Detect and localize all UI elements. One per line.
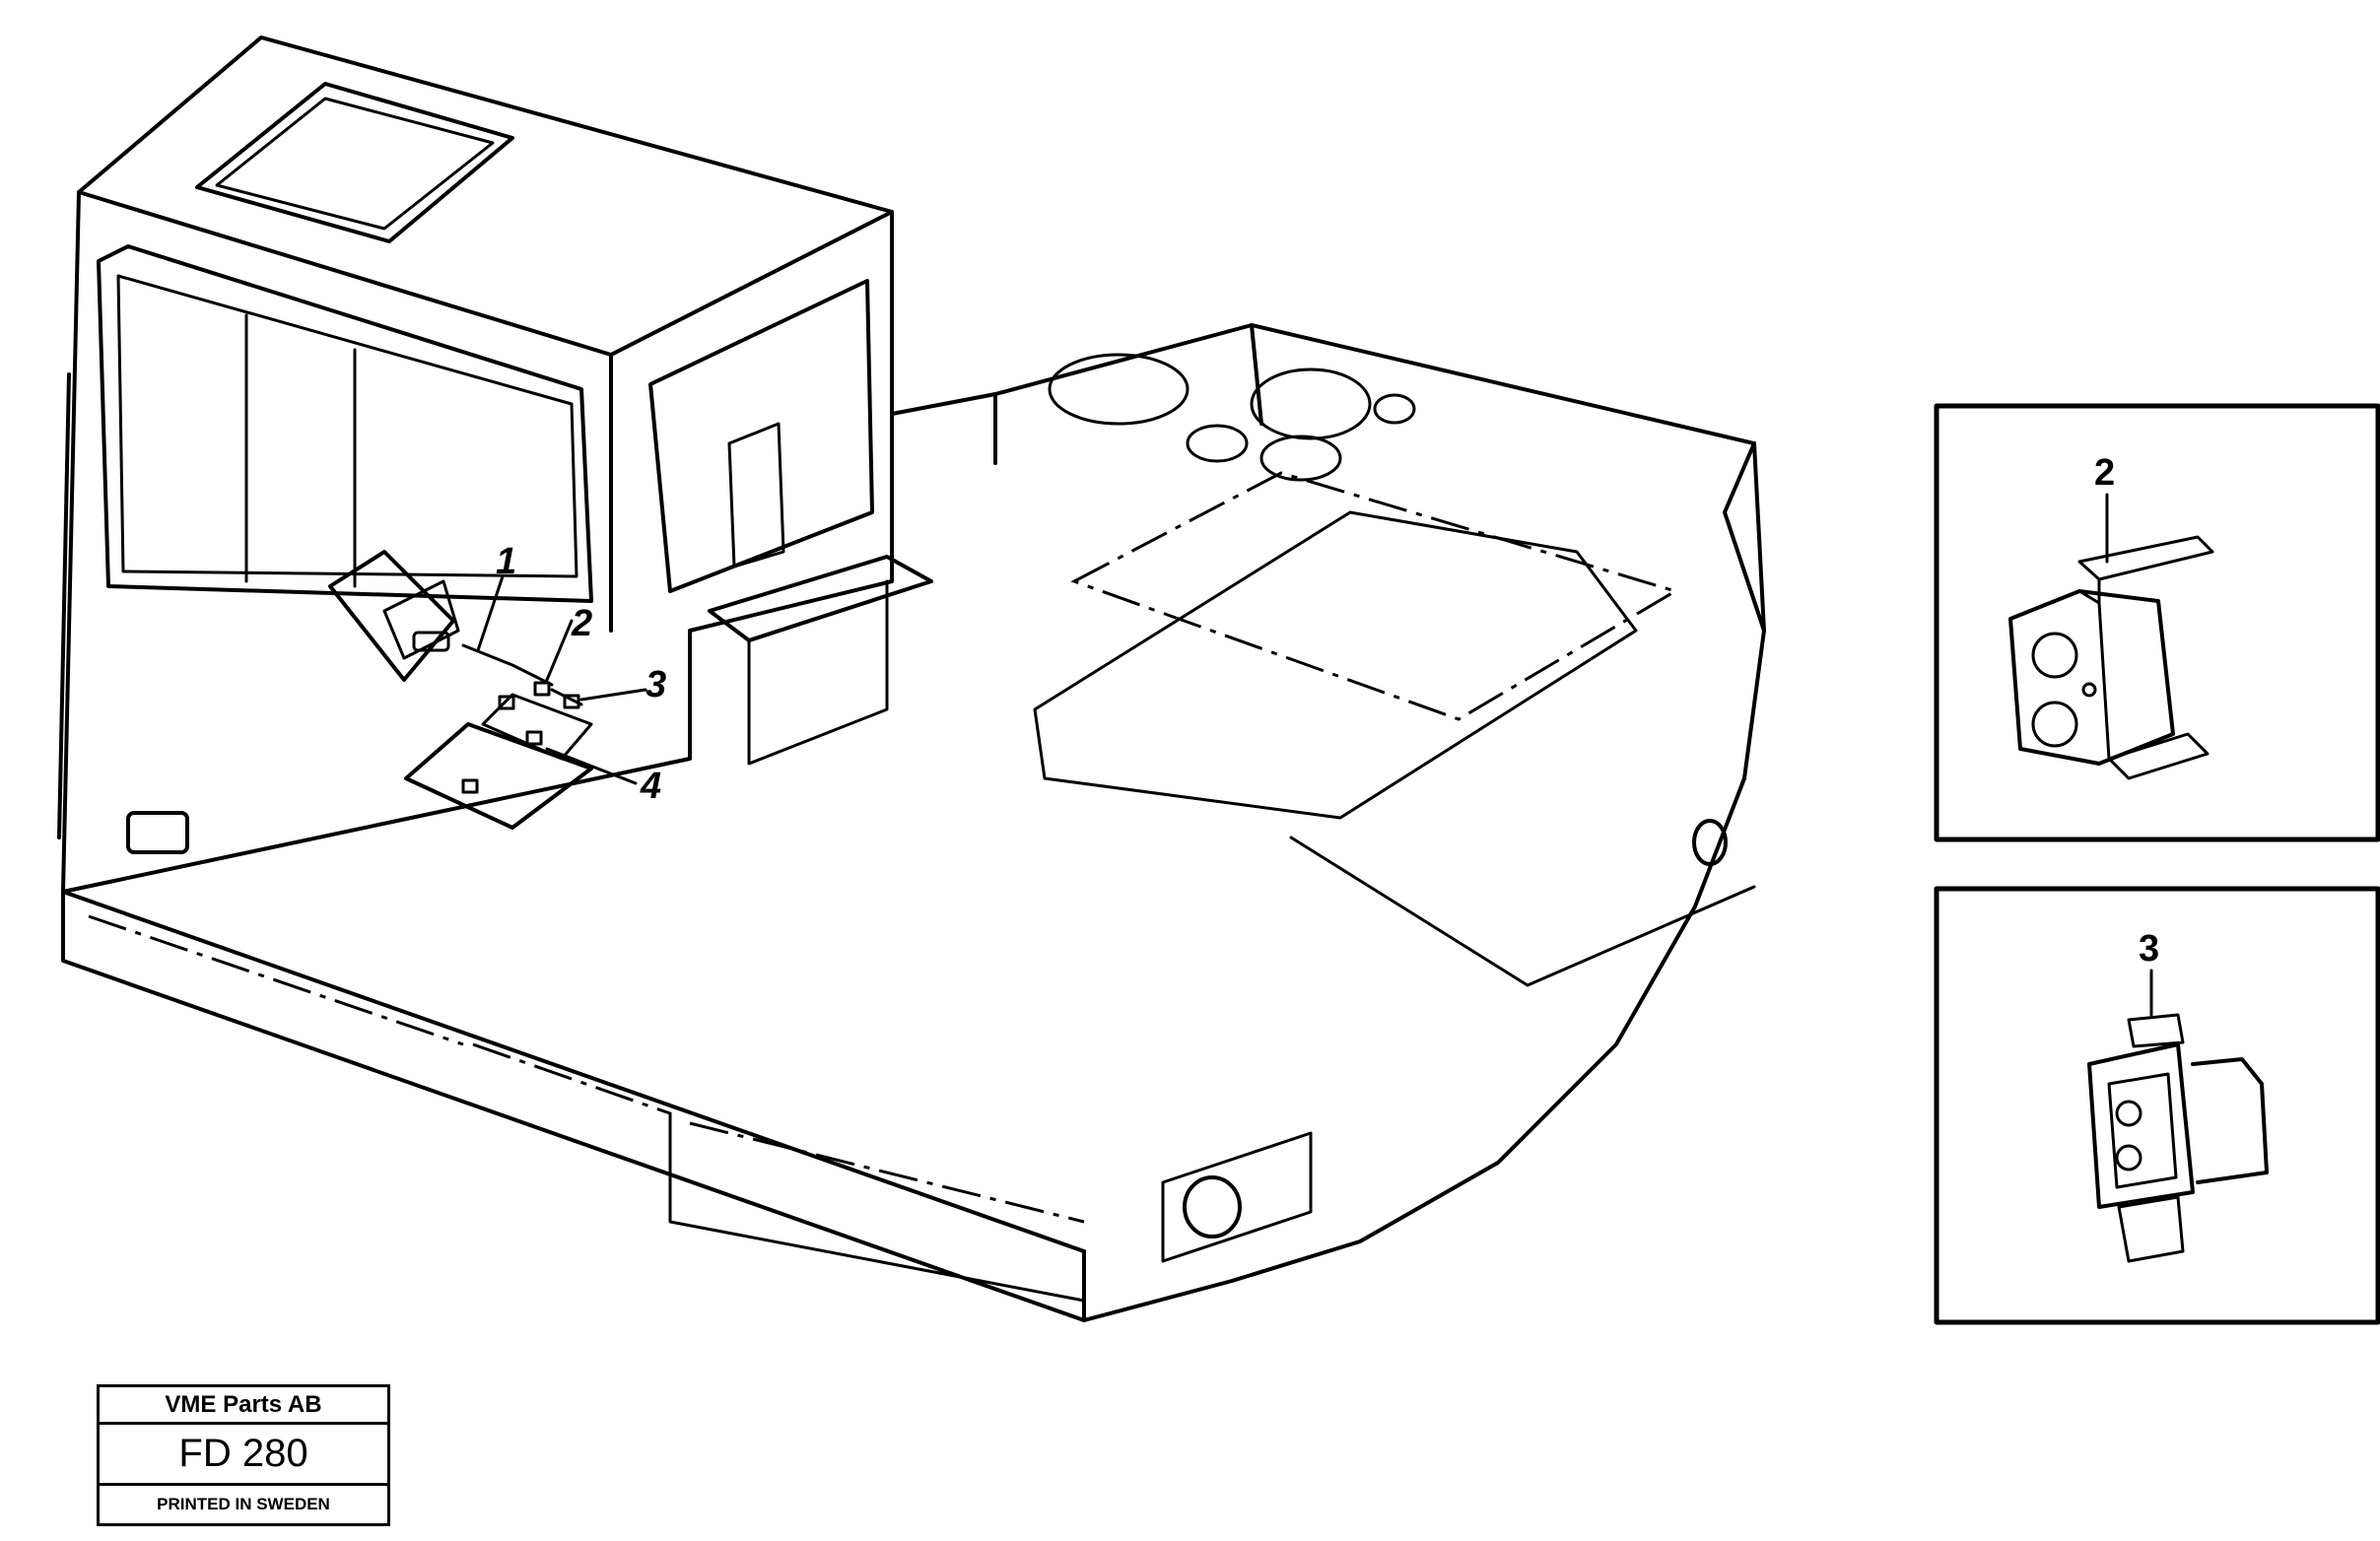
excavator-illustration [57,35,1766,1322]
callout-2: 2 [571,603,592,644]
detail-connector-3: 3 [1934,886,2380,1325]
printed-note: PRINTED IN SWEDEN [157,1495,330,1513]
callout-1: 1 [496,541,516,582]
callout-3: 3 [646,664,666,705]
drawing-code: FD 280 [100,1425,387,1486]
detail-connector-2: 2 [1934,403,2380,842]
control-panel [328,550,647,830]
detail-callout-3: 3 [2139,928,2159,970]
callout-4: 4 [640,766,661,807]
company-name: VME Parts AB [100,1387,387,1425]
title-block: VME Parts AB FD 280 PRINTED IN SWEDEN [97,1384,390,1526]
detail-callout-2: 2 [2094,452,2115,494]
